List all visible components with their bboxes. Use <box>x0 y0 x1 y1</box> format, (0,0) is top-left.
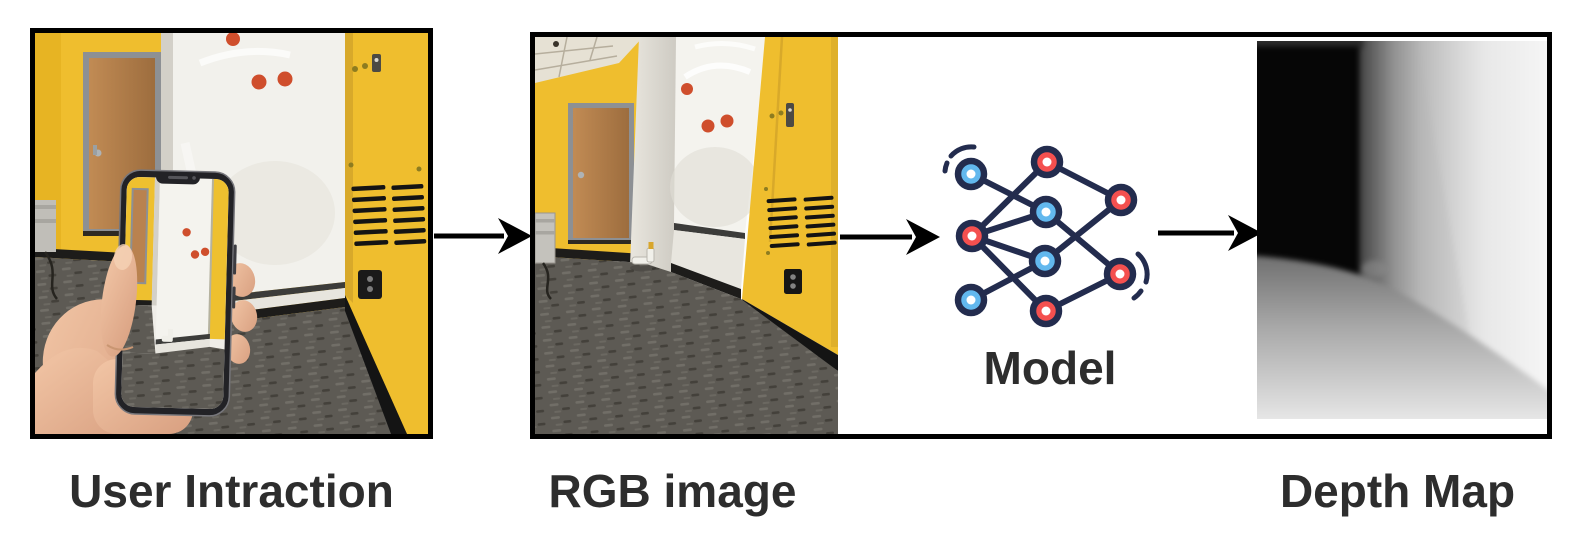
yellow-cabinet <box>742 37 838 371</box>
depth-map-image <box>1257 41 1547 419</box>
yellow-cabinet <box>345 33 428 434</box>
flow-arrow-icon <box>840 219 940 255</box>
user-interaction-panel <box>30 28 433 439</box>
thumb <box>100 244 138 357</box>
neural-network-icon <box>942 144 1150 328</box>
whiteboard <box>670 37 767 239</box>
depth-map-caption: Depth Map <box>1279 465 1516 517</box>
depth-floor <box>1257 255 1547 419</box>
red-magnet-dot <box>251 74 267 90</box>
user-interaction-caption: User Intraction <box>69 465 394 517</box>
ceiling <box>535 37 643 83</box>
model-label: Model <box>983 342 1117 394</box>
flow-arrow-icon <box>1158 215 1262 251</box>
rgb-image-caption: RGB image <box>548 465 797 517</box>
flow-arrow-icon <box>434 218 532 254</box>
cart <box>535 212 556 300</box>
pipe-fitting <box>630 242 656 272</box>
power-outlet <box>358 270 382 299</box>
vent-grille <box>766 195 837 249</box>
phone-screen <box>121 176 229 410</box>
wall-corner <box>630 37 686 289</box>
depth-map-render <box>1257 41 1547 419</box>
carpet-floor <box>535 256 838 434</box>
vent-grille <box>351 184 427 247</box>
red-magnet-dot <box>226 33 240 46</box>
cart <box>35 200 59 300</box>
red-magnet-dot <box>701 119 715 133</box>
user-interaction-photo <box>35 33 428 434</box>
red-magnet-dot <box>277 71 293 87</box>
pipeline-panel: Model <box>530 32 1552 439</box>
wooden-door <box>568 103 634 244</box>
power-outlet <box>784 269 802 294</box>
depth-doorway-dark <box>1257 46 1359 292</box>
red-magnet-dot <box>720 114 734 128</box>
red-magnet-dot <box>681 83 693 95</box>
rgb-image-photo <box>535 37 838 434</box>
